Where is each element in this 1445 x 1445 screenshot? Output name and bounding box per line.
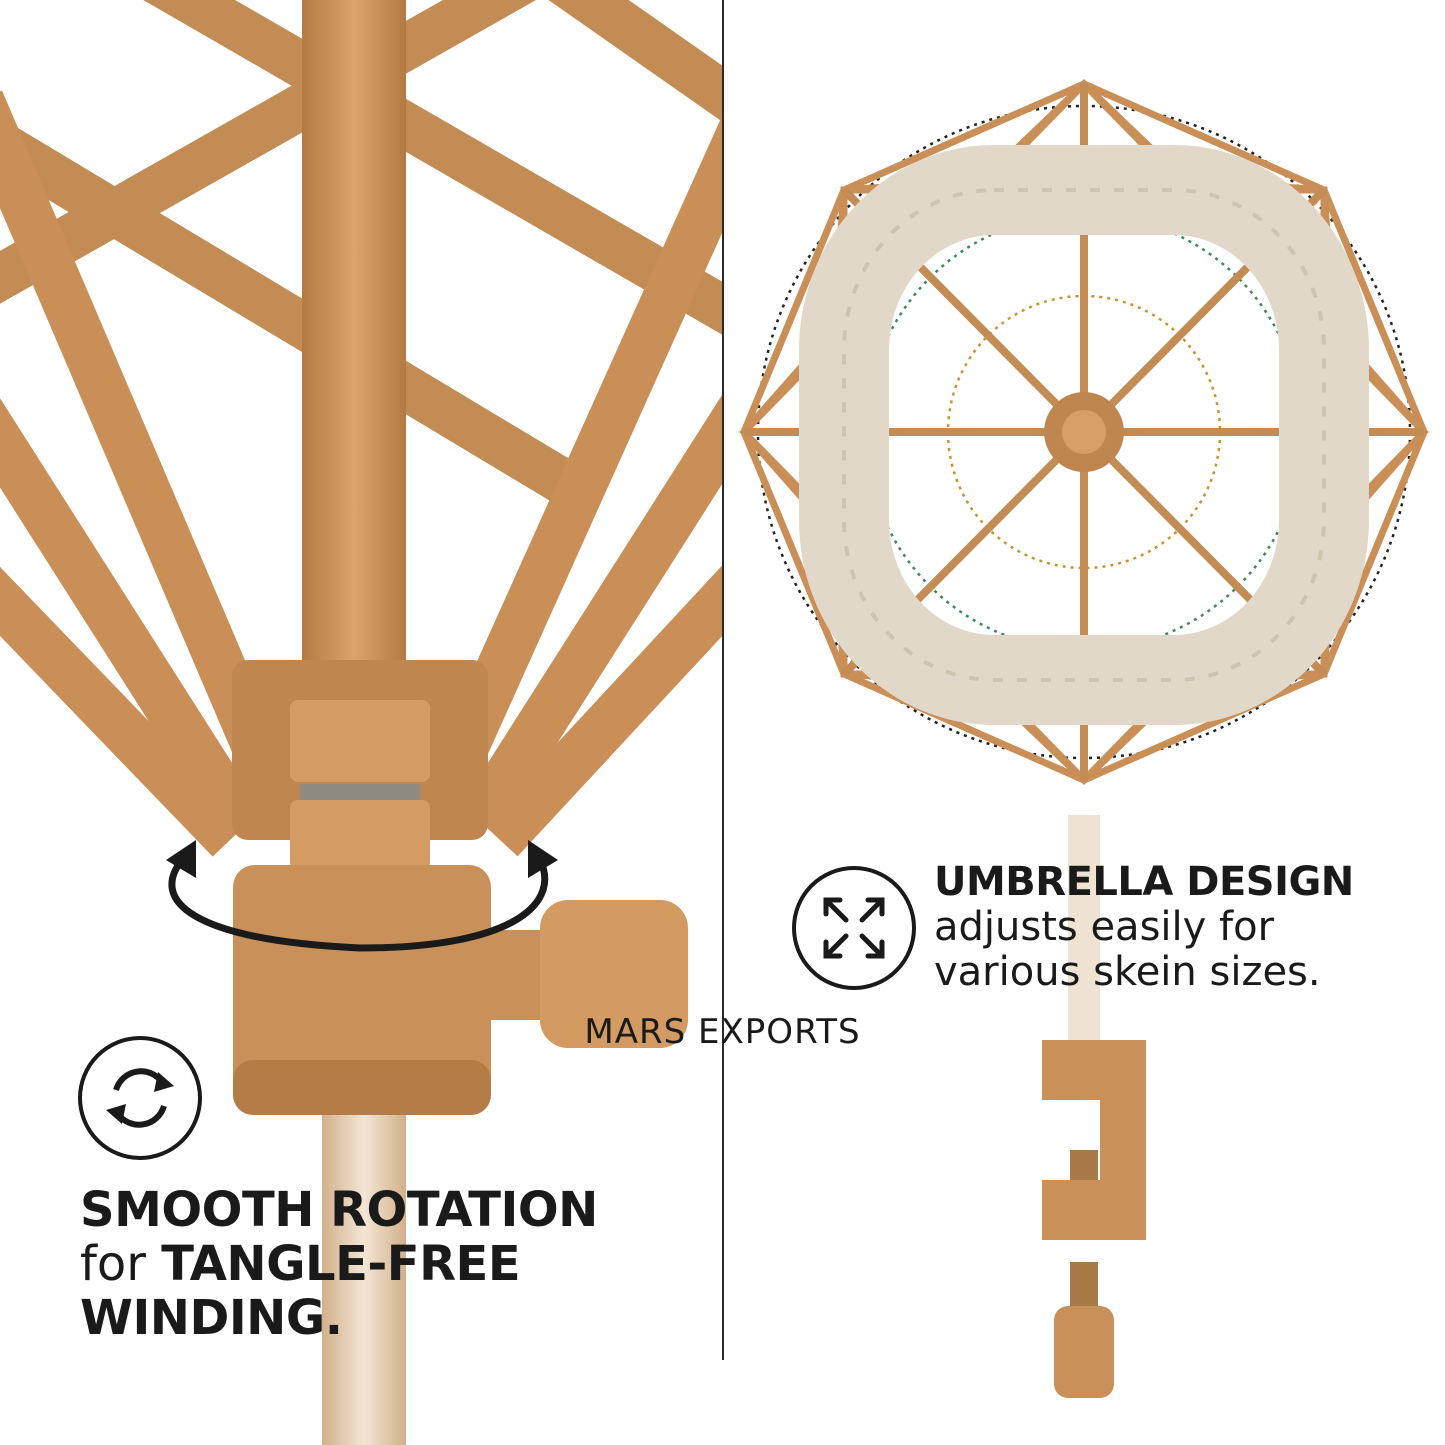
left-product-panel: SMOOTH ROTATION for TANGLE-FREE WINDING. (0, 0, 722, 1445)
expand-arrows-icon (792, 866, 916, 990)
right-product-panel (724, 0, 1445, 1445)
rotate-arrows-icon (78, 1036, 202, 1160)
swift-top-view-illustration (739, 78, 1429, 1398)
umbrella-line-2: adjusts easily for (934, 903, 1275, 950)
caption-line-2-bold: TANGLE-FREE (161, 1235, 521, 1292)
umbrella-design-caption: UMBRELLA DESIGN adjusts easily for vario… (934, 860, 1354, 994)
smooth-rotation-caption: SMOOTH ROTATION for TANGLE-FREE WINDING. (80, 1182, 598, 1346)
panel-divider (722, 0, 724, 1360)
caption-line-2: for TANGLE-FREE (80, 1235, 598, 1292)
swift-hub-illustration (0, 0, 722, 1445)
umbrella-line-3: various skein sizes. (934, 948, 1321, 995)
caption-line-2-prefix: for (80, 1235, 162, 1292)
rotation-ring (168, 857, 549, 952)
caption-line-3: WINDING. (80, 1289, 343, 1346)
brand-name: MARS EXPORTS (584, 1012, 861, 1052)
caption-line-1: SMOOTH ROTATION (80, 1182, 598, 1238)
umbrella-title: UMBRELLA DESIGN (934, 859, 1354, 905)
